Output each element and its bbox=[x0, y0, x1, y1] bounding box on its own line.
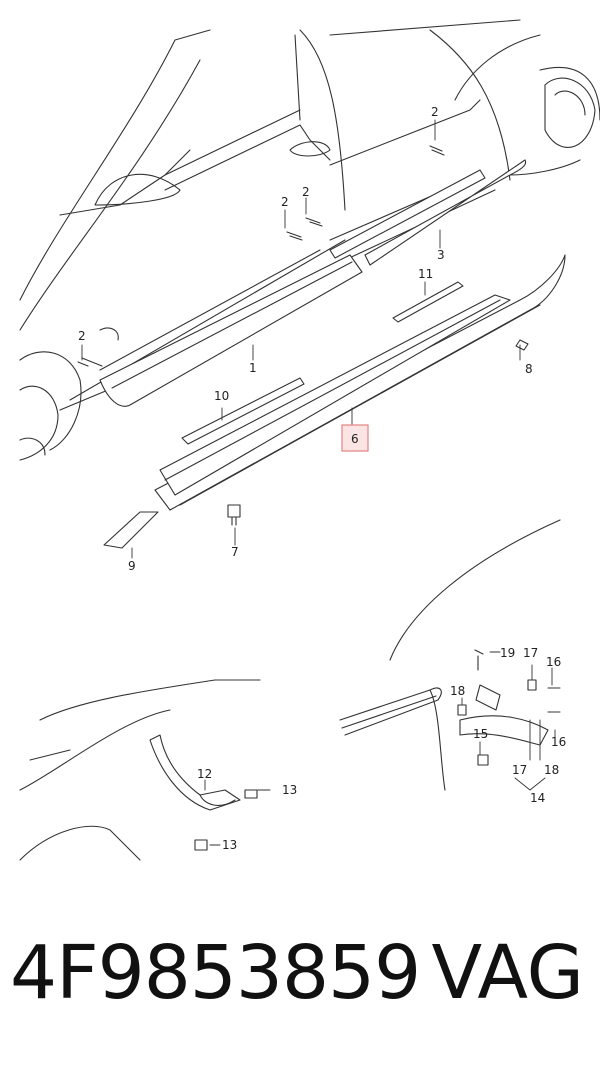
callout-2: 2 bbox=[431, 105, 439, 119]
callout-11: 11 bbox=[418, 267, 433, 281]
callout-10: 10 bbox=[214, 389, 229, 403]
part-9-trim bbox=[103, 511, 159, 549]
callout-13: 13 bbox=[222, 838, 237, 852]
callout-17: 17 bbox=[512, 763, 527, 777]
callout-7: 7 bbox=[231, 545, 239, 559]
part-3-rear-trim bbox=[329, 159, 527, 266]
callout-18: 18 bbox=[450, 684, 465, 698]
callout-16: 16 bbox=[546, 655, 561, 669]
callout-2: 2 bbox=[78, 329, 86, 343]
callout-19: 19 bbox=[500, 646, 515, 660]
callout-13: 13 bbox=[282, 783, 297, 797]
callout-2: 2 bbox=[302, 185, 310, 199]
part-6-side-sill bbox=[154, 254, 566, 511]
callout-12: 12 bbox=[197, 767, 212, 781]
part-11-trim bbox=[392, 281, 464, 323]
callout-14: 14 bbox=[530, 791, 545, 805]
callout-17: 17 bbox=[523, 646, 538, 660]
leader-lines bbox=[81, 119, 556, 846]
callout-2: 2 bbox=[281, 195, 289, 209]
part-10-trim bbox=[181, 377, 305, 445]
callout-1: 1 bbox=[249, 361, 257, 375]
brand-label: VAG bbox=[431, 930, 584, 1016]
callout-labels: 1 2 2 2 2 3 6 7 8 9 10 11 12 13 13 14 15… bbox=[78, 105, 566, 852]
part-1-door-trim bbox=[99, 254, 363, 407]
callout-18: 18 bbox=[544, 763, 559, 777]
callout-6: 6 bbox=[351, 432, 359, 446]
wheel-arch-left bbox=[19, 679, 261, 861]
screws bbox=[77, 145, 529, 526]
callout-16: 16 bbox=[551, 735, 566, 749]
highlight-box bbox=[341, 424, 369, 452]
part-number: 4F9853859 bbox=[10, 930, 421, 1016]
callout-15: 15 bbox=[473, 727, 488, 741]
callout-8: 8 bbox=[525, 362, 533, 376]
callout-9: 9 bbox=[128, 559, 136, 573]
callout-3: 3 bbox=[437, 248, 445, 262]
